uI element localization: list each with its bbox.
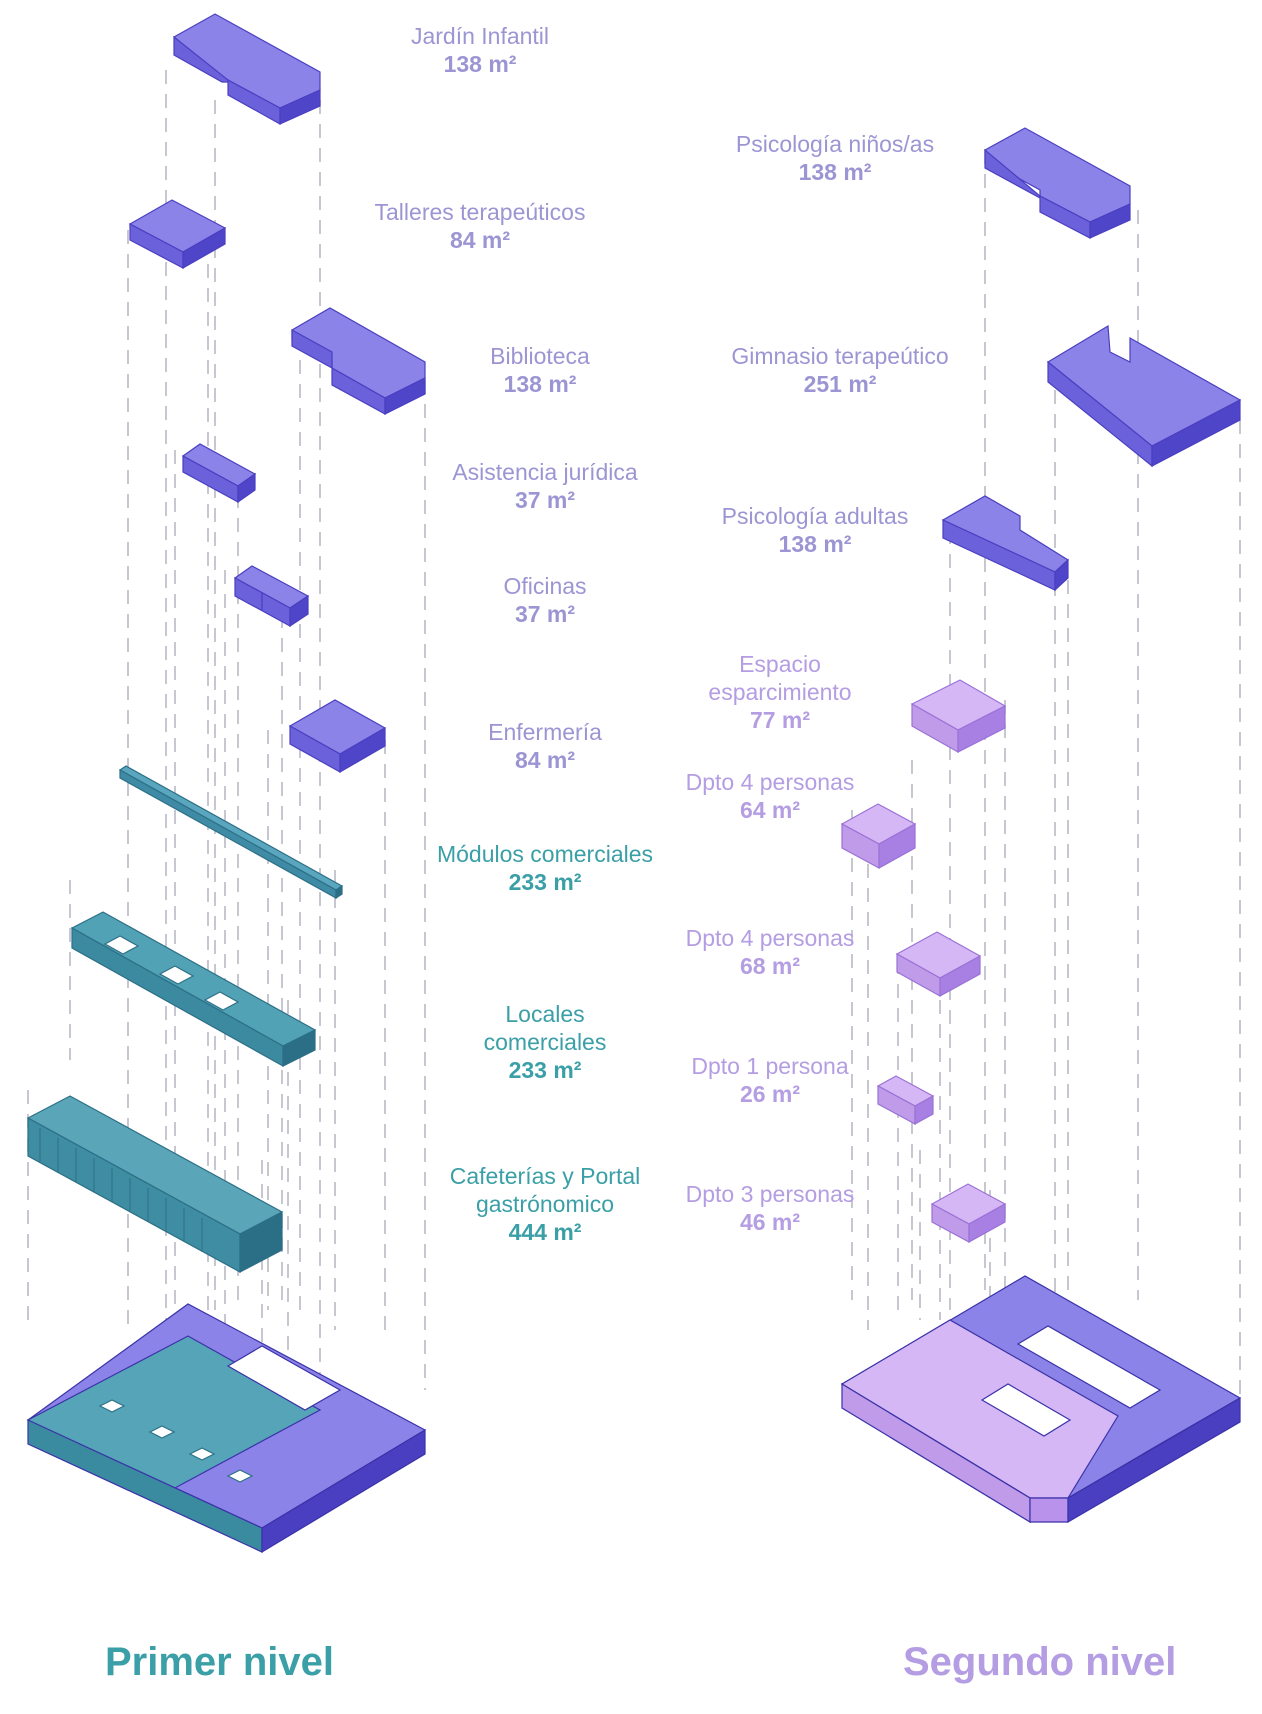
- space-area: 251 m²: [803, 371, 877, 397]
- space-name: Locales comerciales: [483, 1001, 607, 1055]
- block-dpto-3-personas: [930, 1183, 1007, 1244]
- label-asistencia-juridica: Asistencia jurídica 37 m²: [420, 458, 670, 514]
- block-enfermeria: [288, 699, 387, 774]
- level-title-segundo-nivel: Segundo nivel: [903, 1640, 1177, 1684]
- space-area: 77 m²: [749, 707, 811, 733]
- space-name: Dpto 4 personas: [685, 769, 855, 795]
- space-area: 68 m²: [739, 953, 801, 979]
- space-name: Asistencia jurídica: [452, 459, 638, 485]
- label-talleres-terapeuticos: Talleres terapeúticos 84 m²: [330, 198, 630, 254]
- block-dpto-4-personas-68: [895, 931, 982, 998]
- space-name: Dpto 4 personas: [685, 925, 855, 951]
- block-locales-comerciales: [70, 911, 317, 1068]
- space-area: 138 m²: [503, 371, 577, 397]
- space-area: 138 m²: [798, 159, 872, 185]
- space-area: 46 m²: [739, 1209, 801, 1235]
- block-oficinas: [233, 565, 310, 628]
- space-area: 444 m²: [508, 1219, 582, 1245]
- space-area: 84 m²: [449, 227, 511, 253]
- space-area: 138 m²: [443, 51, 517, 77]
- space-area: 37 m²: [514, 487, 576, 513]
- space-name: Cafeterías y Portal gastrónomico: [449, 1163, 641, 1217]
- label-modulos-comerciales: Módulos comerciales 233 m²: [405, 840, 685, 896]
- space-area: 138 m²: [778, 531, 852, 557]
- label-oficinas: Oficinas 37 m²: [440, 572, 650, 628]
- block-psicologia-ninos: [984, 127, 1131, 239]
- label-dpto-3-personas: Dpto 3 personas 46 m²: [660, 1180, 880, 1236]
- space-name: Biblioteca: [490, 343, 590, 369]
- space-area: 233 m²: [508, 1057, 582, 1083]
- space-area: 233 m²: [508, 869, 582, 895]
- block-dpto-1-persona: [876, 1075, 935, 1126]
- level-title-primer-nivel: Primer nivel: [105, 1640, 335, 1684]
- space-area: 64 m²: [739, 797, 801, 823]
- block-cafeterias-portal: [26, 1095, 284, 1274]
- space-name: Dpto 1 persona: [691, 1053, 849, 1079]
- space-name: Dpto 3 personas: [685, 1181, 855, 1207]
- block-jardin-infantil: [172, 13, 321, 126]
- label-dpto-1-persona: Dpto 1 persona 26 m²: [660, 1052, 880, 1108]
- space-name: Gimnasio terapeútico: [731, 343, 949, 369]
- label-jardin-infantil: Jardín Infantil 138 m²: [360, 22, 600, 78]
- label-gimnasio-terapeutico: Gimnasio terapeútico 251 m²: [700, 342, 980, 398]
- block-gimnasio-terapeutico: [1046, 324, 1242, 468]
- label-dpto-4-personas-68: Dpto 4 personas 68 m²: [660, 924, 880, 980]
- block-biblioteca: [291, 307, 426, 416]
- space-area: 26 m²: [739, 1081, 801, 1107]
- block-psicologia-adultas: [941, 495, 1069, 592]
- label-enfermeria: Enfermería 84 m²: [440, 718, 650, 774]
- space-name: Espacio esparcimiento: [708, 651, 852, 705]
- space-name: Jardín Infantil: [410, 23, 550, 49]
- block-espacio-esparcimiento: [910, 679, 1007, 754]
- block-talleres-terapeuticos: [128, 199, 227, 270]
- label-biblioteca: Biblioteca 138 m²: [430, 342, 650, 398]
- label-dpto-4-personas-64: Dpto 4 personas 64 m²: [660, 768, 880, 824]
- space-area: 84 m²: [514, 747, 576, 773]
- space-name: Talleres terapeúticos: [374, 199, 586, 225]
- space-name: Oficinas: [503, 573, 587, 599]
- label-espacio-esparcimiento: Espacio esparcimiento 77 m²: [680, 650, 880, 734]
- base-primer-nivel: [26, 1303, 427, 1554]
- space-name: Enfermería: [488, 719, 602, 745]
- label-locales-comerciales: Locales comerciales 233 m²: [440, 1000, 650, 1084]
- block-asistencia-juridica: [181, 443, 257, 504]
- label-psicologia-ninos: Psicología niños/as 138 m²: [700, 130, 970, 186]
- base-segundo-nivel: [840, 1275, 1242, 1524]
- label-cafeterias-portal: Cafeterías y Portal gastrónomico 444 m²: [420, 1162, 670, 1246]
- space-area: 37 m²: [514, 601, 576, 627]
- block-modulos-comerciales: [118, 765, 344, 900]
- space-name: Psicología niños/as: [735, 131, 935, 157]
- space-name: Psicología adultas: [721, 503, 909, 529]
- label-psicologia-adultas: Psicología adultas 138 m²: [690, 502, 940, 558]
- space-name: Módulos comerciales: [436, 841, 654, 867]
- block-dpto-4-personas-64: [840, 803, 917, 870]
